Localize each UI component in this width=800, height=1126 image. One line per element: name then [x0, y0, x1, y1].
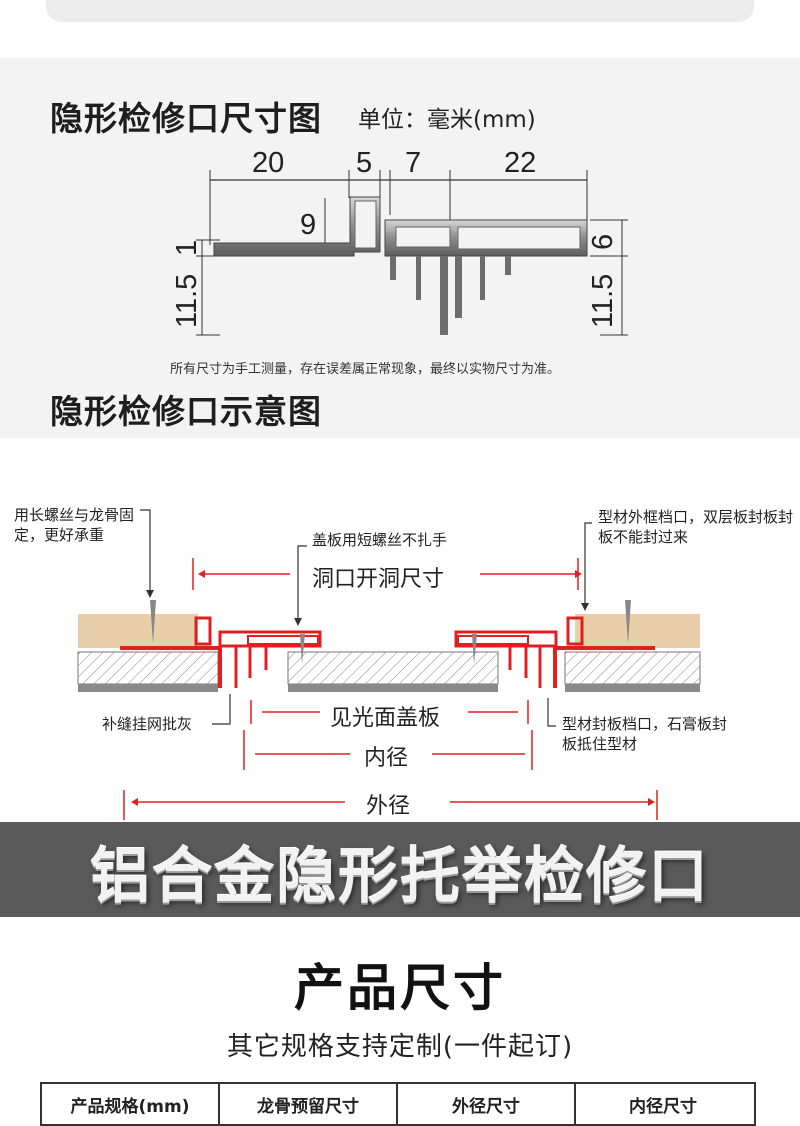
dim-9: 9 [300, 209, 316, 241]
section-title-2: 隐形检修口示意图 [50, 392, 322, 431]
dim-22: 22 [504, 147, 536, 179]
banner-title: 铝合金隐形托举检修口 [90, 842, 710, 912]
table-header-outer: 外径尺寸 [398, 1084, 576, 1124]
table-header-inner: 内径尺寸 [629, 1097, 697, 1117]
label-outer-diameter: 外径 [360, 788, 417, 820]
label-frame-stop: 型材外框档口，双层板封板封板不能封过来 [598, 508, 794, 546]
top-card [46, 0, 754, 22]
table-header-reserve: 龙骨预留尺寸 [220, 1084, 398, 1124]
table-header-spec: 产品规格(mm) [42, 1084, 220, 1124]
size-table: 产品规格(mm) 龙骨预留尺寸 外径尺寸 内径尺寸 [40, 1082, 756, 1126]
unit-label: 单位：毫米(mm) [358, 107, 536, 133]
product-subtitle: 其它规格支持定制(一件起订) [226, 1032, 574, 1062]
label-inner-diameter: 内径 [358, 740, 415, 772]
dim-right-6: 6 [587, 234, 619, 250]
label-joint-mesh: 补缝挂网批灰 [102, 715, 193, 733]
dim-right-11-5: 11.5 [587, 274, 619, 328]
dim-left-1: 1 [171, 240, 203, 256]
dim-7: 7 [405, 147, 421, 179]
label-cover-screw: 盖板用短螺丝不扎手 [312, 531, 448, 549]
measurement-note: 所有尺寸为手工测量，存在误差属正常现象，最终以实物尺寸为准。 [170, 362, 561, 377]
dim-20: 20 [252, 147, 284, 179]
label-opening-size: 洞口开洞尺寸 [306, 561, 451, 593]
banner [0, 822, 800, 917]
label-long-screw: 用长螺丝与龙骨固定，更好承重 [14, 506, 135, 544]
section-title: 隐形检修口尺寸图 [50, 99, 322, 138]
label-visible-cover: 见光面盖板 [324, 700, 447, 732]
dim-5: 5 [356, 147, 372, 179]
profile-dimension-drawing: 20 5 7 22 9 1 11.5 6 11.5 [171, 147, 628, 336]
label-seal-stop: 型材封板档口，石膏板封板抵住型材 [562, 715, 728, 753]
installation-diagram [77, 509, 701, 820]
product-title: 产品尺寸 [294, 959, 506, 1017]
dim-left-11-5: 11.5 [171, 274, 203, 328]
